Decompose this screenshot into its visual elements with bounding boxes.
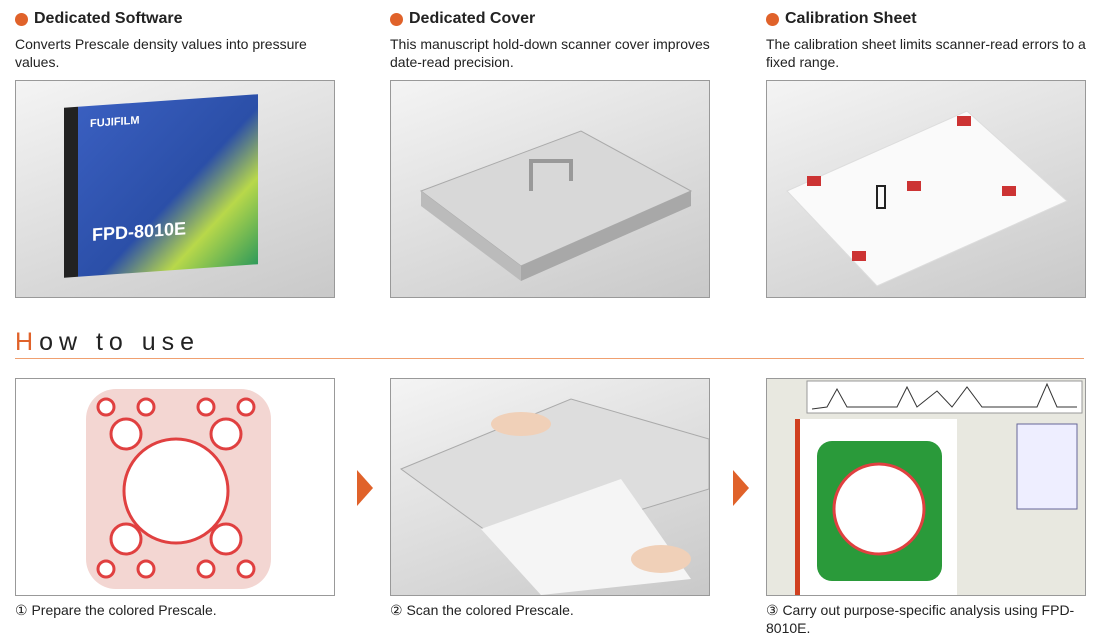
feature-cover: Dedicated Cover This manuscript hold-dow… [390,9,720,71]
prescale-image [15,378,335,596]
arrow-right-icon [357,470,373,506]
brand-logo: FUJIFILM [90,114,140,130]
feature-title: Dedicated Cover [409,10,536,27]
feature-title: Calibration Sheet [785,10,917,27]
heading-rest: ow to use [39,328,201,356]
software-screenshot-image [766,378,1086,596]
divider [15,358,1084,359]
scanning-image [390,378,710,596]
feature-description: The calibration sheet limits scanner-rea… [766,36,1086,70]
bullet-icon [766,12,779,26]
feature-software: Dedicated Software Converts Prescale den… [15,9,345,71]
calibration-sheet-image [766,80,1086,298]
how-to-use-heading: How to use [15,328,200,357]
scanner-cover-image [390,80,710,298]
feature-title: Dedicated Software [34,10,183,27]
feature-description: Converts Prescale density values into pr… [15,36,307,70]
feature-description: This manuscript hold-down scanner cover … [390,36,710,70]
product-label: FPD-8010E [92,218,187,245]
bullet-icon [15,12,28,26]
heading-first-letter: H [15,328,40,356]
step-caption: ① Prepare the colored Prescale. [15,602,217,618]
arrow-right-icon [733,470,749,506]
step-caption: ② Scan the colored Prescale. [390,602,574,618]
feature-calibration: Calibration Sheet The calibration sheet … [766,9,1096,71]
bullet-icon [390,12,403,26]
step-caption: ③ Carry out purpose-specific analysis us… [766,602,1075,636]
software-cd-image: FUJIFILM FPD-8010E [15,80,335,298]
